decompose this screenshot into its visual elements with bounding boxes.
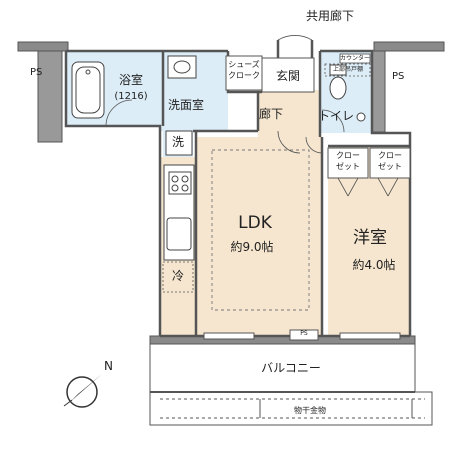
- washroom-label: 洗面室: [167, 98, 205, 112]
- toilet-counter: [339, 53, 371, 64]
- entrance-floor: [261, 57, 315, 93]
- closet-doors: [337, 177, 399, 197]
- washbasin-icon: [167, 55, 197, 79]
- bedroom-closets: [327, 147, 411, 179]
- drying-rack-label: 物干金物: [294, 406, 326, 415]
- ps-small-label: PS: [300, 330, 308, 337]
- ldk-size-label: 約9.0帖: [230, 240, 274, 254]
- kitchen-counter: [163, 164, 195, 261]
- bathtub-icon: [71, 61, 105, 119]
- closet1-label-1: クロー: [336, 151, 360, 160]
- upper-cabinet: [324, 63, 371, 77]
- entrance-label: 玄関: [275, 69, 301, 83]
- ldk-dashed-area: [211, 149, 310, 311]
- door-swings: [105, 35, 345, 154]
- bedroom-label: 洋室: [353, 228, 387, 248]
- washer-pan: [165, 130, 193, 156]
- balcony-label: バルコニー: [261, 361, 321, 375]
- compass-icon: [63, 374, 102, 408]
- fridge-space: [162, 261, 194, 293]
- counter-label: カウンター: [339, 55, 371, 62]
- closet2-label-2: ゼット: [378, 162, 402, 171]
- shoe-closet-label-2: クローク: [228, 71, 260, 80]
- windows: [203, 329, 401, 341]
- bathroom-label: 浴室: [118, 73, 144, 87]
- ps-left-label: PS: [30, 67, 43, 78]
- shoe-closet-label-1: シューズ: [228, 60, 260, 69]
- upper-cabinet-label: 上部吊戸棚: [332, 66, 364, 73]
- north-label: N: [104, 359, 113, 373]
- shoe-closet: [225, 55, 263, 91]
- balcony: [149, 343, 433, 426]
- washer-label: 洗: [171, 135, 185, 149]
- hallway-label: 廊下: [258, 107, 284, 121]
- closet1-label-2: ゼット: [336, 162, 360, 171]
- shared-corridor-label: 共用廊下: [306, 9, 355, 23]
- ldk-label: LDK: [238, 213, 272, 233]
- ps-right-label: PS: [392, 71, 405, 82]
- bedroom-size-label: 約4.0帖: [352, 258, 396, 272]
- toilet-icon: [329, 64, 366, 122]
- fridge-label: 冷: [171, 269, 185, 283]
- toilet-label: トイレ: [317, 109, 355, 123]
- bath-size-label: (1216): [114, 91, 148, 102]
- closet2-label-1: クロー: [378, 151, 402, 160]
